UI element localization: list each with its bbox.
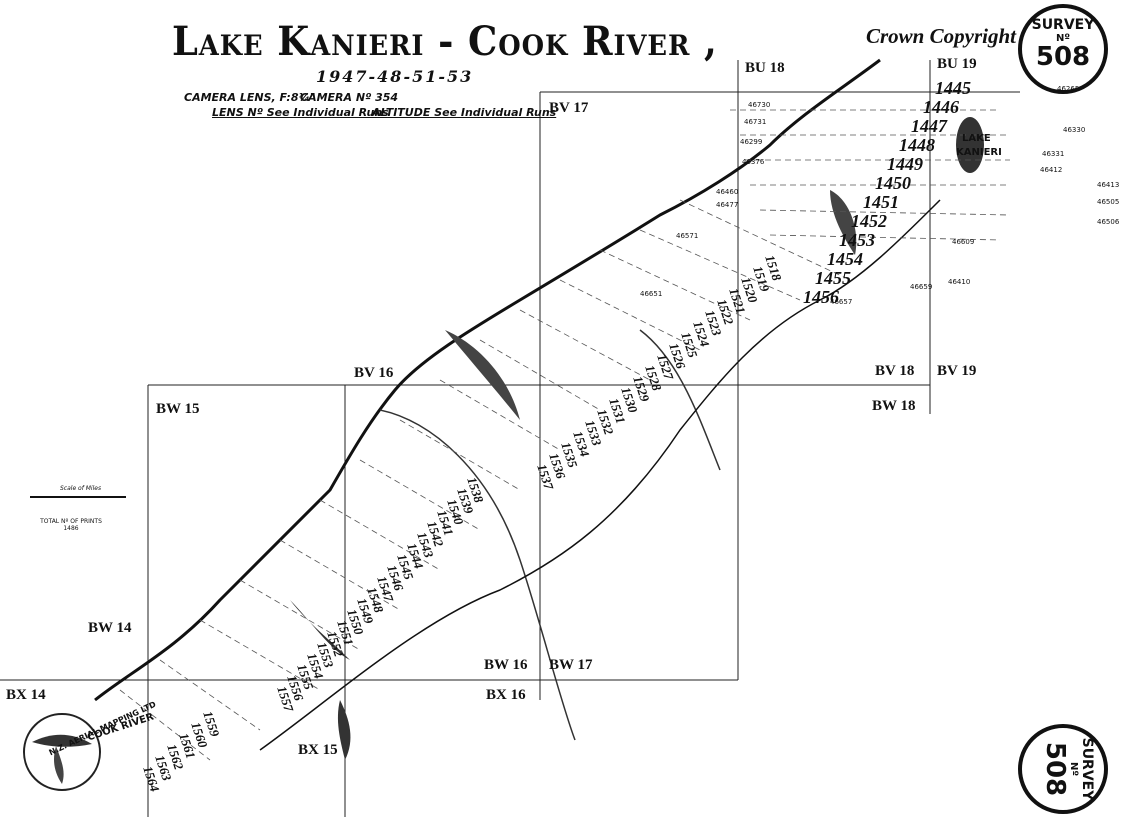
aerial-mapping-logo [23,713,101,791]
seal-word: SURVEY [1031,17,1095,33]
flight-strip [519,309,651,381]
crown-copyright: Crown Copyright [866,24,1016,48]
flight-strip [599,249,751,321]
flight-strip [759,209,1011,216]
sheet-number: 46477 [716,201,739,209]
seal-number: 508 [1040,741,1070,797]
run-number: 1455 [815,268,851,288]
flight-strip [159,659,261,731]
river-line [639,329,721,471]
sheet-number: 46299 [740,138,763,146]
flight-strip [679,199,851,281]
grid-label: BV 17 [549,100,589,116]
coastline [94,58,881,702]
run-number: 1447 [911,116,947,136]
sheet-number: 46265 [1057,85,1080,93]
grid-label: BX 14 [6,687,46,703]
map-years: 1947-48-51-53 [316,67,474,86]
sheet-number: 46460 [716,188,739,196]
seal-word: SURVEY [1079,737,1095,801]
sheet-number: 46506 [1097,218,1120,226]
flight-strip [319,499,441,571]
altitude-note: ALTITUDE See Individual Runs [372,106,557,119]
sheet-number: 46659 [910,283,933,291]
sheet-number: 46730 [748,101,771,109]
run-number: 1451 [863,192,899,212]
grid-label: BV 18 [875,363,915,379]
flight-strip [239,579,361,651]
sheet-number: 46410 [948,278,971,286]
run-number: 1456 [803,287,839,307]
road-line [259,199,941,751]
grid-label: BW 16 [484,657,528,673]
grid-label: BX 16 [486,687,526,703]
total-prints: TOTAL Nº OF PRINTS 1486 [36,518,106,532]
run-number: 1449 [887,154,923,174]
flight-strip [769,234,1001,241]
lake-kanieri-shape [956,117,984,173]
river-line [379,409,576,741]
seal-number: 508 [1035,42,1091,72]
lake-shape [337,700,351,760]
flight-strip [119,689,211,761]
run-number: 1448 [899,135,935,155]
sheet-number: 46731 [744,118,767,126]
lake-shape [830,190,857,255]
sheet-number: 46331 [1042,150,1065,158]
sheet-number: 46376 [742,158,765,166]
seal-no: Nº [1055,33,1070,44]
flight-strip [439,379,561,451]
sheet-number: 46412 [1040,166,1063,174]
survey-seal-top: SURVEY Nº 508 [1018,4,1108,94]
run-number: 1445 [935,78,971,98]
flight-strip [479,339,601,411]
grid-label: BV 19 [937,363,977,379]
grid-label: BV 16 [354,365,394,381]
lake-shape [445,330,520,420]
flight-strip [399,419,521,491]
run-number: 1452 [851,211,887,231]
run-number: 1446 [923,97,959,117]
place-lake: LAKE [962,133,991,144]
sheet-number: 46505 [1097,198,1120,206]
place-kanieri: KANIERI [956,147,1002,158]
sheet-number: 46571 [676,232,699,240]
total-prints-label: TOTAL Nº OF PRINTS [40,518,102,525]
sheet-number: 46413 [1097,181,1120,189]
grid-label: BW 18 [872,398,916,414]
run-number: 1453 [839,230,875,250]
scale-bar: Scale of Miles [30,485,126,501]
scale-label: Scale of Miles [60,485,102,492]
sheet-number: 46609 [952,238,975,246]
camera-lens: CAMERA LENS, F:8¼" [184,91,316,104]
sheet-number: 46657 [830,298,853,306]
flight-strip [279,539,401,611]
flight-strips [119,109,1011,761]
total-prints-count: 1486 [63,525,79,532]
flight-strip [639,229,801,301]
run-number: 1454 [827,249,863,269]
flight-strip [199,619,321,691]
sheet-number: 46330 [1063,126,1086,134]
lens-number: LENS Nº See Individual Runs [212,106,389,119]
flight-strip [559,279,701,351]
grid-label: BU 19 [937,56,977,72]
scale-line [30,496,126,501]
grid-label: BW 17 [549,657,593,673]
grid-label: BU 18 [745,60,785,76]
sheet-number: 46651 [640,290,663,298]
flight-strip [359,459,481,531]
grid-label: BW 15 [156,401,200,417]
grid-label: BX 15 [298,742,338,758]
map-title: Lake Kanieri - Cook River , [172,18,718,65]
run-number: 1450 [875,173,911,193]
grid-label: BW 14 [88,620,132,636]
sheet-grid [0,60,1020,817]
camera-number: CAMERA Nº 354 [300,91,399,104]
survey-seal-bottom: SURVEY Nº 508 [1018,724,1108,814]
